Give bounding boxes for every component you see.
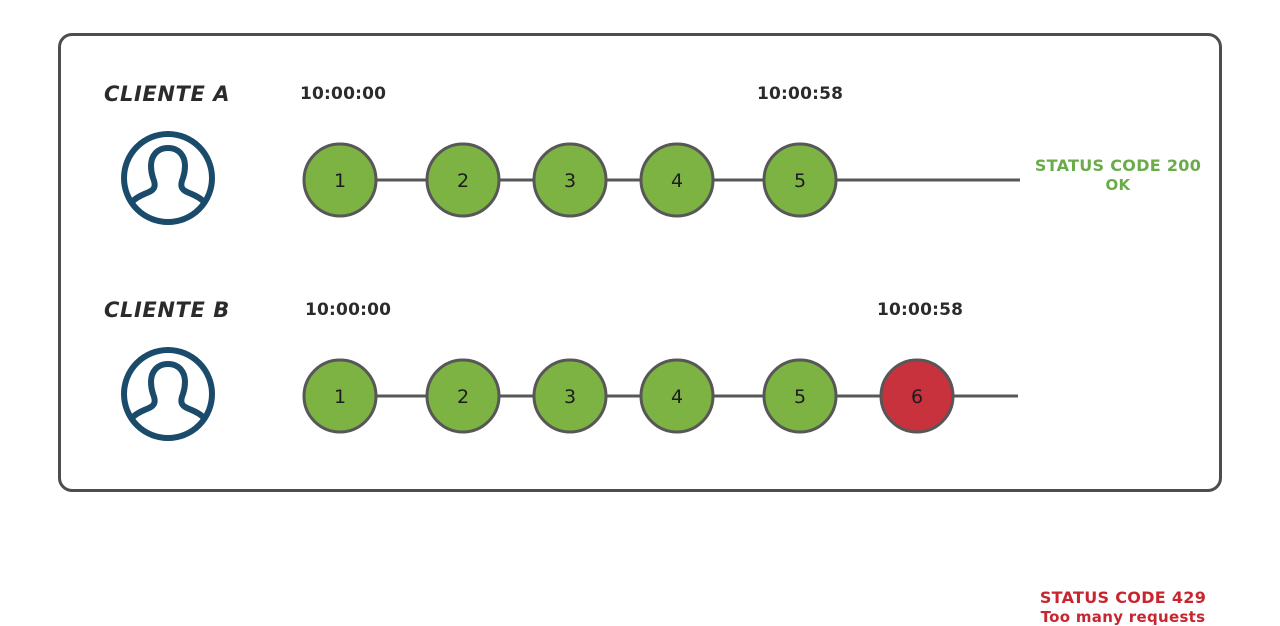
request-node[interactable]: 3 (532, 358, 608, 434)
request-node-label: 1 (334, 170, 346, 192)
request-node[interactable]: 4 (639, 358, 715, 434)
client-a-end-timestamp: 10:00:58 (757, 84, 844, 104)
request-node-label: 4 (671, 386, 683, 408)
client-b-end-timestamp: 10:00:58 (877, 300, 964, 320)
request-node-label: 5 (794, 170, 806, 192)
request-node-label: 5 (794, 386, 806, 408)
request-node-label: 2 (457, 170, 469, 192)
client-b-request-chain: 1 2 3 4 5 6 (302, 358, 1018, 434)
user-avatar-icon (116, 126, 220, 230)
status-code-line: STATUS CODE 429 (1039, 588, 1207, 607)
request-node[interactable]: 4 (639, 142, 715, 218)
client-b-status-badge: STATUS CODE 429 Too many requests (1018, 588, 1228, 626)
request-node-label: 4 (671, 170, 683, 192)
request-node-rejected[interactable]: 6 (879, 358, 955, 434)
client-a-start-timestamp: 10:00:00 (300, 84, 387, 104)
status-message-line: OK (1105, 175, 1131, 194)
request-node[interactable]: 1 (302, 358, 378, 434)
request-node[interactable]: 3 (532, 142, 608, 218)
request-node-label: 1 (334, 386, 346, 408)
request-node-label: 3 (564, 170, 576, 192)
status-code-line: STATUS CODE 200 (1034, 156, 1202, 175)
request-node-label: 6 (911, 386, 923, 408)
request-node[interactable]: 5 (762, 142, 838, 218)
request-node[interactable]: 2 (425, 358, 501, 434)
client-a-request-chain: 1 2 3 4 5 (302, 142, 1020, 218)
diagram-frame (58, 33, 1222, 492)
diagram-canvas: CLIENTE A 10:00:00 10:00:58 (58, 33, 1222, 626)
request-node-label: 3 (564, 386, 576, 408)
request-node[interactable]: 2 (425, 142, 501, 218)
client-b-start-timestamp: 10:00:00 (305, 300, 392, 320)
client-b-label: CLIENTE B (104, 298, 230, 322)
status-message-line: Too many requests (1040, 607, 1206, 626)
client-a-status-badge: STATUS CODE 200 OK (1018, 156, 1218, 194)
request-node[interactable]: 5 (762, 358, 838, 434)
user-avatar-icon (116, 342, 220, 446)
request-node[interactable]: 1 (302, 142, 378, 218)
client-a-label: CLIENTE A (104, 82, 231, 106)
request-node-label: 2 (457, 386, 469, 408)
